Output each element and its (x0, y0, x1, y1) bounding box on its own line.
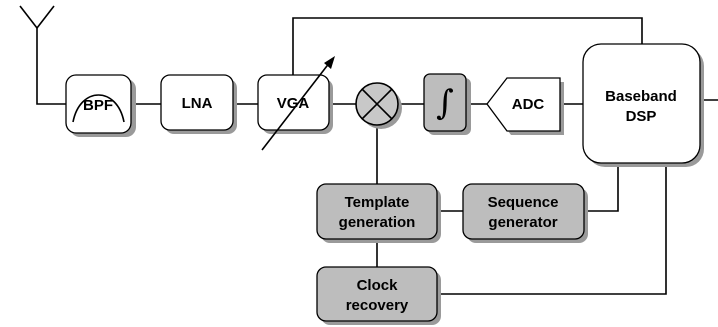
wire-clock-to-dsp (437, 163, 667, 295)
integral-symbol: ∫ (436, 83, 454, 123)
bpf-block: BPF (65, 74, 136, 137)
lna-label: LNA (182, 95, 213, 112)
template-generation-block: Template generation (316, 183, 441, 243)
variable-gain-arrow-icon (261, 56, 335, 151)
bandpass-filter-icon (72, 94, 125, 123)
template-generation-label-line1: Template (345, 194, 410, 211)
baseband-dsp-block: Baseband DSP (582, 43, 704, 167)
antenna-icon (19, 5, 55, 29)
wire-agc-feedback (292, 17, 643, 80)
antenna-feed-wire (36, 28, 66, 105)
clock-recovery-label-line1: Clock (357, 277, 399, 294)
adc-label: ADC (512, 96, 545, 113)
mixer-icon (355, 82, 402, 129)
sequence-generator-label-line1: Sequence (488, 194, 559, 211)
adc-block: ADC (486, 77, 564, 135)
clock-recovery-block: Clock recovery (316, 266, 441, 325)
vga-block: VGA (257, 56, 335, 151)
bpf-label: BPF (83, 97, 113, 114)
integrator-block: ∫ (423, 73, 471, 135)
clock-recovery-label-line2: recovery (346, 297, 409, 314)
baseband-dsp-label-line1: Baseband (605, 88, 677, 105)
sequence-generator-label-line2: generator (488, 214, 557, 231)
wire-sequence-to-dsp (584, 163, 619, 212)
baseband-dsp-label-line2: DSP (626, 108, 657, 125)
template-generation-label-line2: generation (339, 214, 416, 231)
lna-block: LNA (160, 74, 237, 134)
sequence-generator-block: Sequence generator (462, 183, 588, 243)
